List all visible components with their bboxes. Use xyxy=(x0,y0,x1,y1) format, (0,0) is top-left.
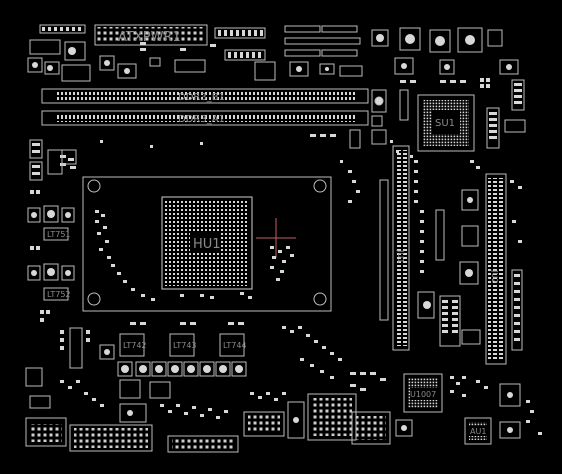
atx-power-label: ATXPWR1 xyxy=(118,30,181,45)
u1007-label: U1007 xyxy=(410,390,436,399)
ddr3-slot-b1: DDR3_B1 xyxy=(41,88,369,104)
lt752-label: LT752 xyxy=(47,290,71,299)
cpu-socket: HU1 xyxy=(82,176,332,312)
left-edge-pads xyxy=(30,143,71,322)
atx-power-connector: ATXPWR1 xyxy=(94,24,208,46)
bottom-scattered-pads xyxy=(60,372,542,435)
lt744-label: LT744 xyxy=(223,341,247,350)
pcie-slot-right: JU2 xyxy=(485,173,507,365)
right-side-pads xyxy=(414,160,522,341)
top-left-components xyxy=(27,24,363,82)
ddr3-a1-label: DDR3_A1 xyxy=(178,114,225,125)
hu1-label: HU1 xyxy=(193,237,221,252)
lt742-label: LT742 xyxy=(123,341,147,350)
top-left-pads xyxy=(32,27,329,74)
inductor-pads xyxy=(60,322,244,373)
lt743-label: LT743 xyxy=(173,341,197,350)
bottom-io-fills xyxy=(30,378,487,450)
ddr3-b1-label: DDR3_B1 xyxy=(178,92,225,103)
mid-right-components xyxy=(282,170,360,379)
inductor-row xyxy=(69,327,247,399)
ddr3-slot-a1: DDR3_A1 xyxy=(41,110,369,126)
top-right-pads xyxy=(376,34,522,158)
su1-chipset: SU1 xyxy=(417,94,475,152)
top-right-components xyxy=(349,27,526,149)
right-side-components xyxy=(379,179,523,351)
ddr-end-clips xyxy=(371,89,387,127)
pcie-slot-left: JU1 xyxy=(392,145,410,351)
left-edge-components xyxy=(25,139,77,387)
su1-label: SU1 xyxy=(435,118,455,129)
ju1-label: JU1 xyxy=(396,249,405,263)
crosshair-marker xyxy=(256,218,296,258)
bottom-io-connectors xyxy=(25,373,521,453)
socket-perimeter-components xyxy=(60,134,343,301)
lt751-label: LT751 xyxy=(47,230,71,239)
au1-label: AU1 xyxy=(470,427,486,436)
ju2-label: JU2 xyxy=(490,269,499,283)
